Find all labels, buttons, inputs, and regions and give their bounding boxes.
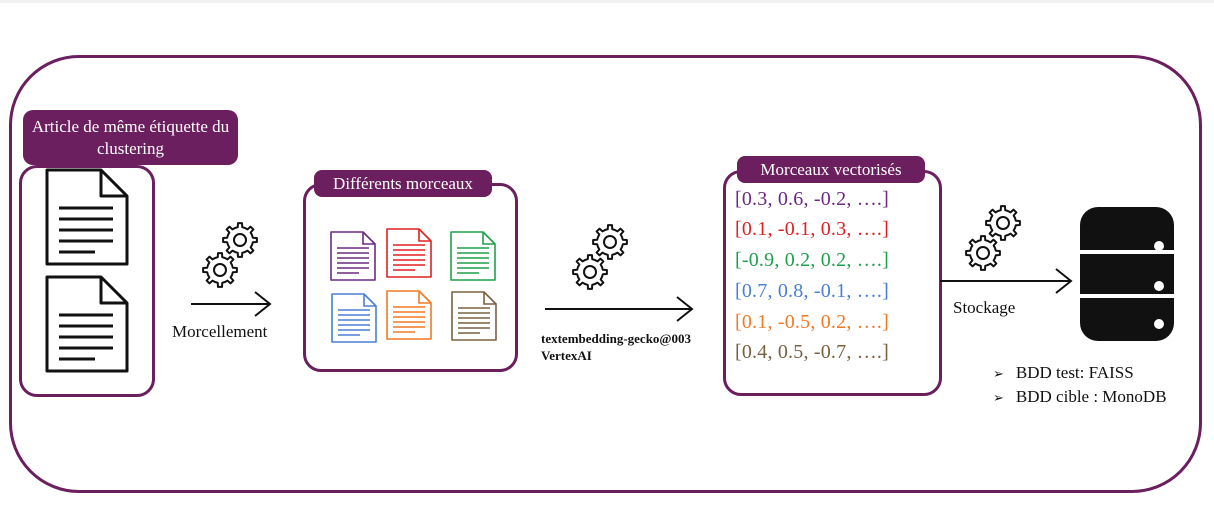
model-provider: VertexAI	[541, 348, 592, 363]
database-list-item: ➢ BDD test: FAISS	[993, 363, 1134, 383]
arrow-right-icon	[191, 291, 272, 317]
gear-hub	[213, 263, 227, 277]
page-top-border	[0, 0, 1214, 3]
vector-line: [0.7, 0.8, -0.1, ….]	[735, 280, 889, 302]
vector-line: [-0.9, 0.2, 0.2, ….]	[735, 249, 889, 271]
vector-line: [0.4, 0.5, -0.7, ….]	[735, 341, 889, 363]
gear-outline	[965, 235, 1001, 271]
vectors-label: Morceaux vectorisés	[737, 156, 925, 183]
gear-hub	[603, 235, 617, 249]
database-list-item: ➢ BDD cible : MonoDB	[993, 387, 1167, 407]
chunk-document-icon	[331, 293, 377, 343]
gear-outline	[222, 222, 258, 258]
chunking-step-label: Morcellement	[172, 322, 268, 341]
vector-line: [0.1, -0.5, 0.2, ….]	[735, 311, 889, 333]
gear-hub	[976, 246, 990, 260]
storage-step-label: Stockage	[953, 298, 1016, 317]
model-name: textembedding-gecko@003	[541, 331, 692, 346]
article-label-text: Article de même étiquette du clustering	[31, 117, 230, 158]
chunk-document-icon	[386, 228, 432, 278]
database-item-text: BDD cible : MonoDB	[1015, 387, 1167, 406]
gear-outline	[572, 254, 608, 290]
article-label: Article de même étiquette du clustering	[23, 110, 238, 165]
vectors-box	[723, 170, 942, 396]
gears-icon	[202, 222, 258, 288]
database-icon	[1080, 207, 1174, 341]
chunk-document-icon	[450, 231, 496, 281]
vectors-label-text: Morceaux vectorisés	[760, 160, 902, 179]
gears-icon	[965, 205, 1021, 271]
arrowhead-bullet-icon: ➢	[993, 390, 1004, 405]
vector-line: [0.3, 0.6, -0.2, ….]	[735, 188, 889, 210]
document-icon	[45, 168, 129, 266]
arrow-right-icon	[940, 268, 1073, 294]
gear-outline	[202, 252, 238, 288]
vector-line: [0.1, -0.1, 0.3, ….]	[735, 218, 889, 240]
gear-hub	[996, 216, 1010, 230]
chunks-label: Différents morceaux	[314, 170, 492, 197]
chunk-document-icon	[451, 291, 497, 341]
gears-icon	[572, 224, 628, 290]
gear-outline	[985, 205, 1021, 241]
arrowhead-bullet-icon: ➢	[993, 366, 1004, 381]
chunk-document-icon	[386, 290, 432, 340]
gear-outline	[592, 224, 628, 260]
arrow-right-icon	[545, 296, 694, 322]
chunks-label-text: Différents morceaux	[333, 174, 473, 193]
gear-hub	[583, 265, 597, 279]
document-icon	[45, 275, 129, 373]
database-item-text: BDD test: FAISS	[1015, 363, 1134, 382]
pipeline-frame	[9, 55, 1202, 493]
gear-hub	[233, 233, 247, 247]
chunk-document-icon	[330, 231, 376, 281]
